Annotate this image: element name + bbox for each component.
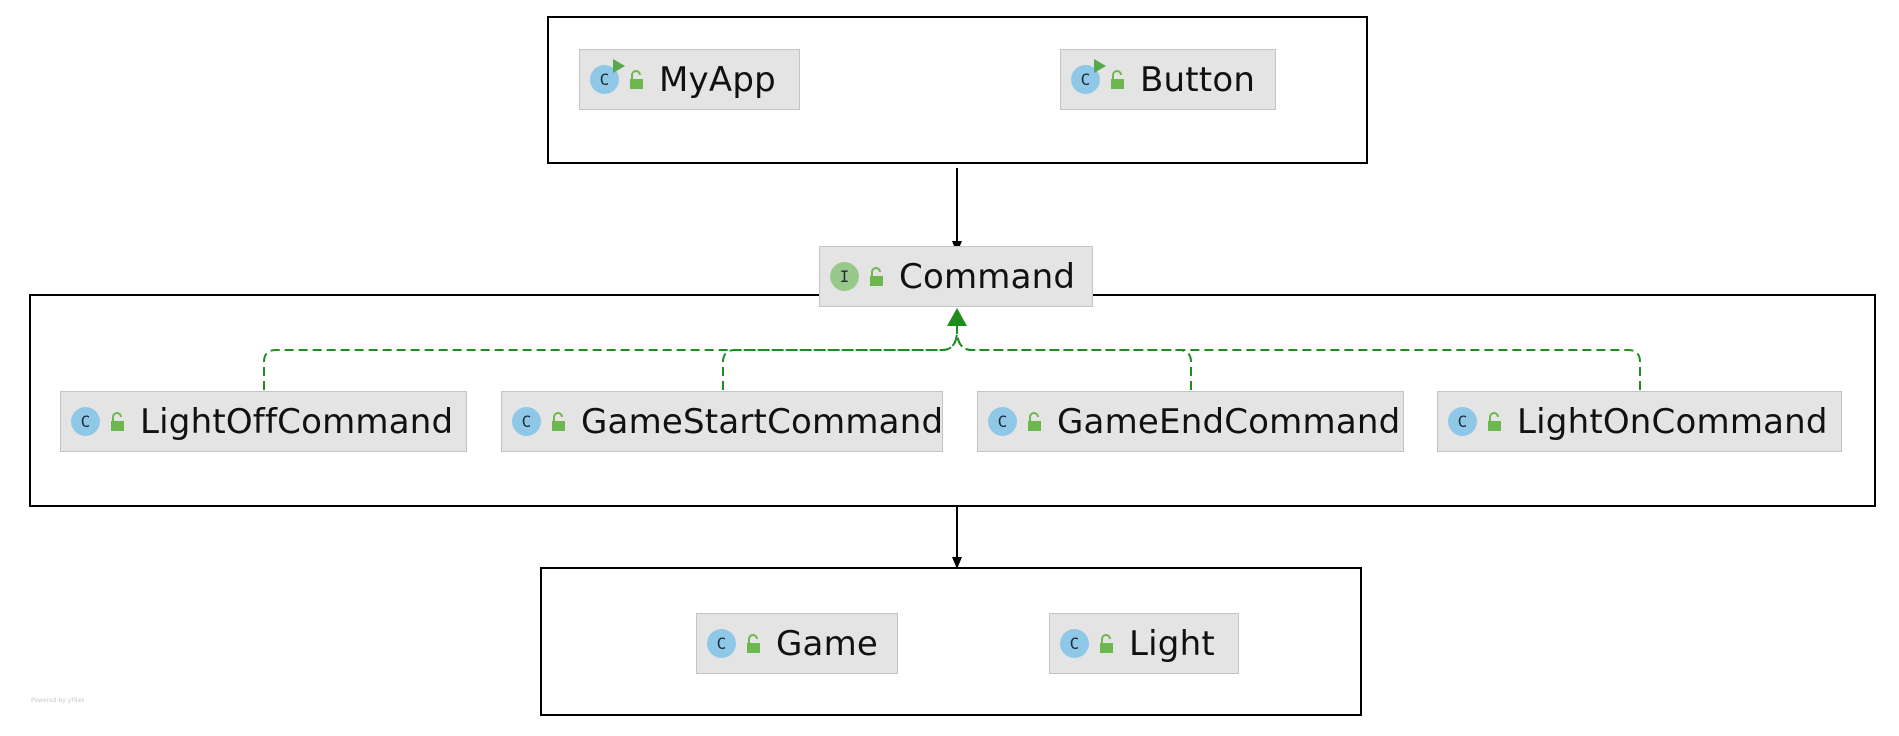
class-icon: C: [1071, 59, 1106, 94]
public-visibility-icon: [747, 633, 760, 653]
node-gamestartcommand[interactable]: C GameStartCommand: [501, 391, 943, 452]
edge-gamestartcommand-realizes-command: [722, 326, 958, 390]
class-icon: C: [988, 407, 1017, 436]
node-lightoncommand[interactable]: C LightOnCommand: [1437, 391, 1842, 452]
class-icon: C: [512, 407, 541, 436]
public-visibility-icon: [552, 411, 565, 431]
node-game[interactable]: C Game: [696, 613, 898, 674]
public-visibility-icon: [1100, 633, 1113, 653]
node-myapp[interactable]: C MyApp: [579, 49, 800, 110]
node-label: Game: [776, 623, 879, 664]
public-visibility-icon: [1111, 69, 1124, 89]
node-label: GameEndCommand: [1057, 401, 1401, 442]
edge-gameendcommand-realizes-command: [956, 326, 1192, 390]
class-icon: C: [71, 407, 100, 436]
node-gameendcommand[interactable]: C GameEndCommand: [977, 391, 1404, 452]
runnable-flag-icon: [613, 59, 625, 73]
group-receivers: [540, 567, 1362, 716]
public-visibility-icon: [630, 69, 643, 89]
node-lightoffcommand[interactable]: C LightOffCommand: [60, 391, 467, 452]
node-label: Command: [899, 256, 1076, 297]
group-client: [547, 16, 1368, 164]
node-label: MyApp: [659, 59, 776, 100]
edge-lightoncommand-realizes-command: [956, 326, 1641, 390]
runnable-flag-icon: [1094, 59, 1106, 73]
class-icon: C: [590, 59, 625, 94]
node-label: Button: [1140, 59, 1256, 100]
class-icon: C: [707, 629, 736, 658]
public-visibility-icon: [870, 266, 883, 286]
interface-icon: I: [830, 262, 859, 291]
class-icon: C: [1448, 407, 1477, 436]
node-button[interactable]: C Button: [1060, 49, 1276, 110]
node-label: LightOffCommand: [140, 401, 454, 442]
node-label: LightOnCommand: [1517, 401, 1828, 442]
node-label: GameStartCommand: [581, 401, 944, 442]
realization-arrowhead: [947, 308, 967, 326]
public-visibility-icon: [111, 411, 124, 431]
watermark: Powered by yFiles: [31, 697, 85, 704]
node-label: Light: [1129, 623, 1215, 664]
public-visibility-icon: [1488, 411, 1501, 431]
node-command[interactable]: I Command: [819, 246, 1093, 307]
node-light[interactable]: C Light: [1049, 613, 1239, 674]
public-visibility-icon: [1028, 411, 1041, 431]
class-icon: C: [1060, 629, 1089, 658]
